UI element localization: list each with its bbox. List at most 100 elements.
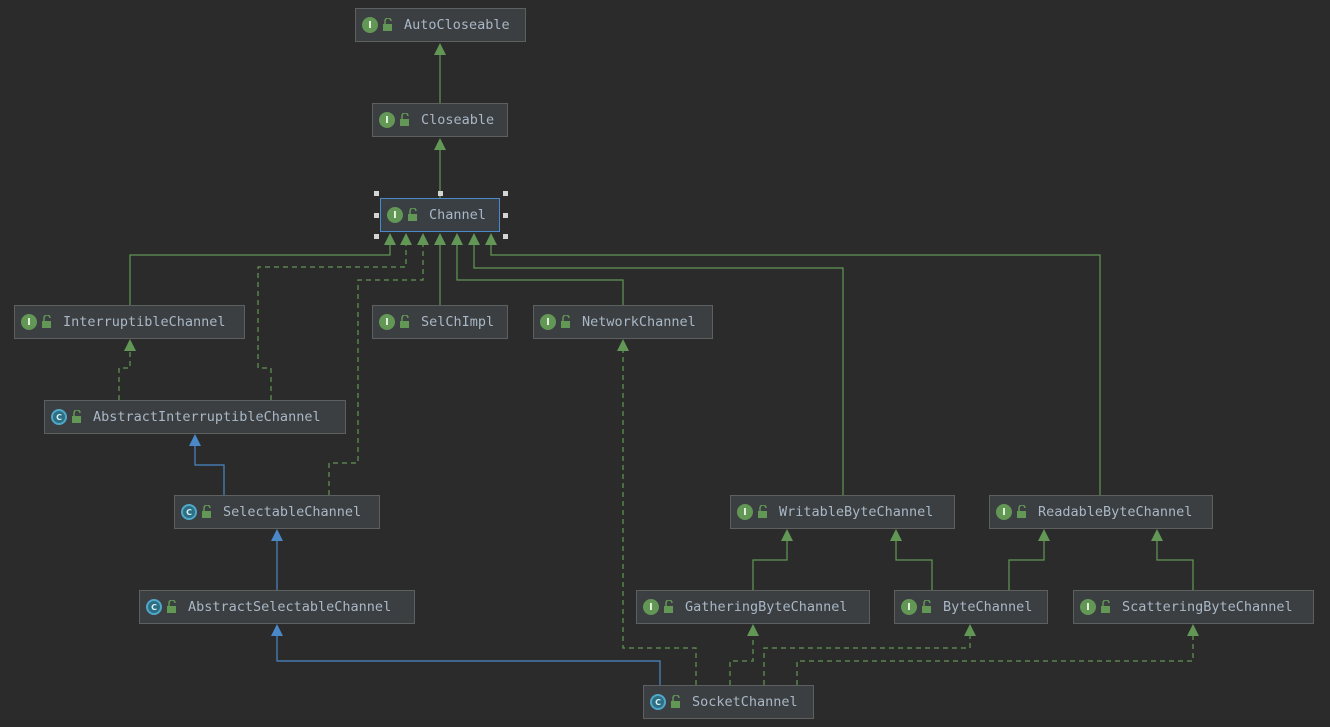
node-readablebytechannel[interactable]: I ReadableByteChannel [989, 495, 1213, 529]
unlock-icon [167, 600, 176, 613]
node-label: SelChImpl [421, 314, 495, 330]
node-label: WritableByteChannel [779, 504, 934, 520]
node-selchimpl[interactable]: I SelChImpl [372, 305, 508, 339]
unlock-icon [922, 600, 931, 613]
node-closeable[interactable]: I Closeable [372, 103, 508, 137]
edge-abstractselectablechannel-to-selectablechannel [271, 529, 283, 590]
unlock-icon [1101, 600, 1110, 613]
arrowhead [271, 624, 283, 636]
node-label: GatheringByteChannel [685, 599, 848, 615]
arrowhead [434, 43, 446, 55]
edge-scatteringbytechannel-to-readablebytechannel [1151, 529, 1194, 590]
edge-socketchannel-to-scatteringbytechannel [796, 624, 1199, 685]
interface-icon: I [996, 504, 1012, 520]
node-label: ReadableByteChannel [1038, 504, 1193, 520]
selection-handle[interactable] [374, 234, 379, 239]
node-label: ScatteringByteChannel [1122, 599, 1293, 615]
edge-selectablechannel-to-abstractinterruptiblechannel [189, 434, 225, 495]
arrowhead [384, 233, 396, 245]
edge-closeable-to-autocloseable [434, 43, 446, 103]
arrowhead [468, 233, 480, 245]
node-label: Channel [429, 207, 486, 223]
edge-readablebytechannel-to-channel [485, 233, 1101, 495]
arrowhead [781, 529, 793, 541]
arrowhead [434, 233, 446, 245]
edge-interruptiblechannel-to-channel [129, 233, 396, 305]
arrowhead [400, 233, 412, 245]
interface-icon: I [1080, 599, 1096, 615]
arrowhead [434, 138, 446, 150]
node-label: NetworkChannel [582, 314, 696, 330]
interface-icon: I [379, 112, 395, 128]
node-label: SocketChannel [692, 694, 798, 710]
node-label: ByteChannel [943, 599, 1033, 615]
node-bytechannel[interactable]: I ByteChannel [894, 590, 1048, 624]
arrowhead [1187, 624, 1199, 636]
node-networkchannel[interactable]: I NetworkChannel [533, 305, 713, 339]
node-channel[interactable]: I Channel [380, 198, 500, 232]
arrowhead [747, 624, 759, 636]
edge-networkchannel-to-channel [451, 233, 624, 305]
edge-abstractinterruptiblechannel-to-interruptiblechannel [118, 339, 136, 400]
selection-handle[interactable] [503, 234, 508, 239]
unlock-icon [1017, 505, 1026, 518]
node-abstractselectablechannel[interactable]: C AbstractSelectableChannel [139, 590, 415, 624]
node-label: InterruptibleChannel [63, 314, 226, 330]
node-label: SelectableChannel [223, 504, 362, 520]
node-gatheringbytechannel[interactable]: I GatheringByteChannel [636, 590, 870, 624]
node-writablebytechannel[interactable]: I WritableByteChannel [730, 495, 955, 529]
unlock-icon [400, 113, 409, 126]
unlock-icon [72, 410, 81, 423]
abstract-class-icon: C [51, 409, 67, 425]
node-label: AbstractInterruptibleChannel [93, 409, 321, 425]
unlock-icon [42, 315, 51, 328]
arrowhead [617, 339, 629, 351]
node-label: AbstractSelectableChannel [188, 599, 392, 615]
arrowhead [451, 233, 463, 245]
abstract-class-icon: C [146, 599, 162, 615]
unlock-icon [671, 695, 680, 708]
selection-handle[interactable] [503, 191, 508, 196]
interface-icon: I [379, 314, 395, 330]
unlock-icon [400, 315, 409, 328]
edge-selectablechannel-to-channel [328, 233, 429, 495]
selection-handle[interactable] [438, 191, 443, 196]
node-socketchannel[interactable]: C SocketChannel [643, 685, 814, 719]
edge-socketchannel-to-networkchannel [617, 339, 697, 685]
node-autocloseable[interactable]: I AutoCloseable [355, 8, 526, 42]
edge-abstractinterruptiblechannel-to-channel [257, 233, 412, 400]
node-interruptiblechannel[interactable]: I InterruptibleChannel [14, 305, 245, 339]
edge-writablebytechannel-to-channel [468, 233, 844, 495]
edge-selchimpl-to-channel [434, 233, 446, 305]
arrowhead [124, 339, 136, 351]
selection-handle[interactable] [503, 213, 508, 218]
abstract-class-icon: C [650, 694, 666, 710]
interface-icon: I [643, 599, 659, 615]
unlock-icon [202, 505, 211, 518]
interface-icon: I [387, 207, 403, 223]
arrowhead [890, 529, 902, 541]
edge-socketchannel-to-bytechannel [763, 624, 976, 685]
arrowhead [417, 233, 429, 245]
edge-bytechannel-to-readablebytechannel [1008, 529, 1050, 590]
node-label: Closeable [421, 112, 495, 128]
node-selectablechannel[interactable]: C SelectableChannel [174, 495, 380, 529]
arrowhead [271, 529, 283, 541]
arrowhead [189, 434, 201, 446]
arrowhead [1038, 529, 1050, 541]
interface-icon: I [540, 314, 556, 330]
arrowhead [485, 233, 497, 245]
node-label: AutoCloseable [404, 17, 510, 33]
interface-icon: I [362, 17, 378, 33]
node-scatteringbytechannel[interactable]: I ScatteringByteChannel [1073, 590, 1314, 624]
interface-icon: I [901, 599, 917, 615]
selection-handle[interactable] [374, 213, 379, 218]
node-abstractinterruptiblechannel[interactable]: C AbstractInterruptibleChannel [44, 400, 346, 434]
edge-channel-to-closeable [434, 138, 446, 198]
abstract-class-icon: C [181, 504, 197, 520]
selection-handle[interactable] [374, 191, 379, 196]
edge-bytechannel-to-writablebytechannel [890, 529, 933, 590]
edge-socketchannel-to-gatheringbytechannel [729, 624, 759, 685]
interface-icon: I [737, 504, 753, 520]
